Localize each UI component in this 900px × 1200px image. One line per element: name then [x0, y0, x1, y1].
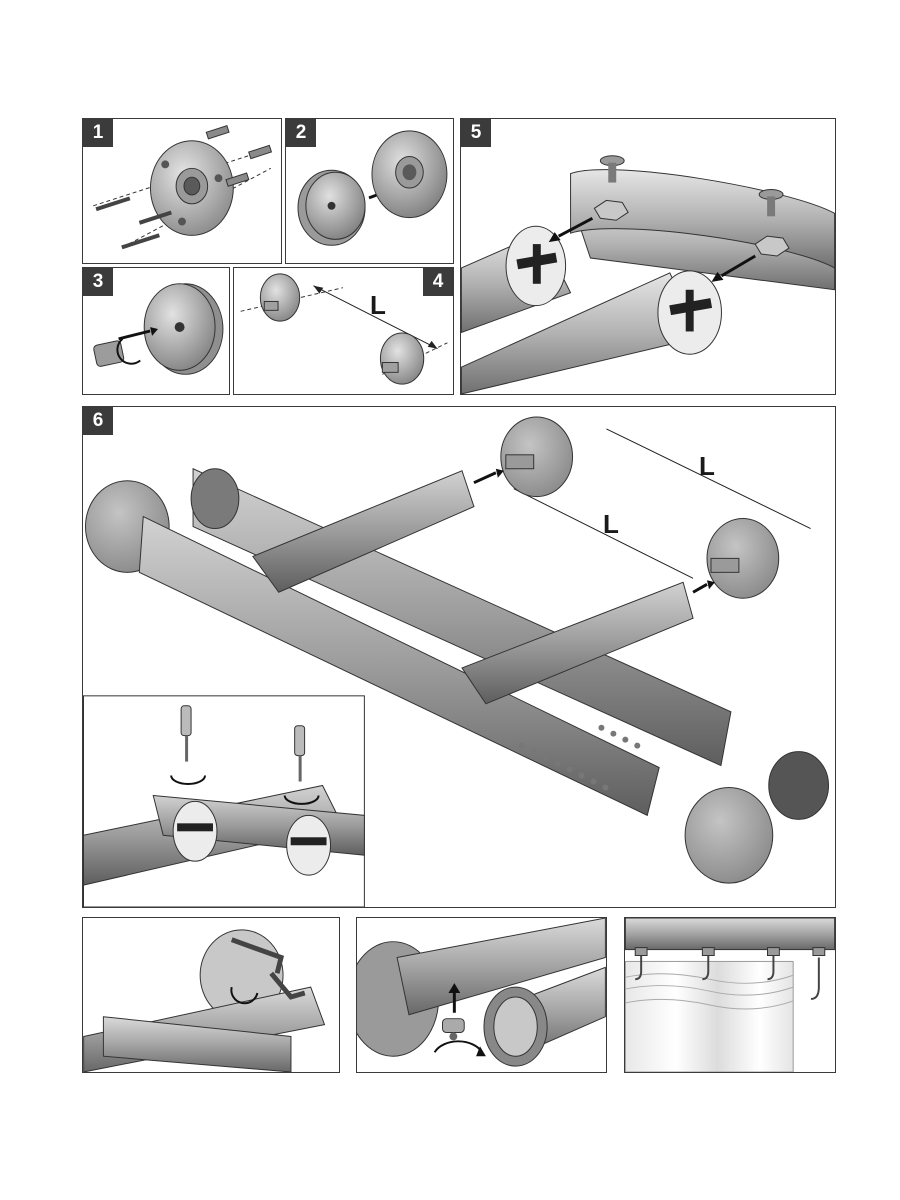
step-4-badge: 4	[423, 268, 453, 296]
step-2-badge: 2	[286, 119, 316, 147]
double-rail-assembly-illustration	[83, 416, 830, 907]
screwdriver-icon	[180, 705, 306, 782]
glider-panel	[356, 917, 607, 1073]
step-6-badge: 6	[83, 407, 113, 435]
nut-icon	[593, 199, 790, 257]
wall-bracket-illustration	[93, 125, 273, 250]
curtain-panel	[624, 917, 836, 1073]
wall-plug-icon	[205, 125, 273, 187]
curtain-hook-icon	[635, 953, 820, 1000]
knob-illustration	[93, 283, 224, 375]
step-3-panel: 3	[82, 267, 230, 395]
allen-key-panel	[82, 917, 340, 1073]
screw-icon	[95, 196, 172, 250]
allen-key-icon	[230, 937, 306, 1000]
glider-insertion-illustration	[357, 918, 606, 1067]
step-2-panel: 2	[285, 118, 454, 264]
dimension-label-l-lower: L	[603, 509, 619, 539]
cover-cap-illustration	[297, 130, 448, 246]
step-4-panel: 4 L	[233, 267, 454, 395]
step-5-panel: 5	[460, 118, 836, 395]
screw-icon	[599, 155, 784, 217]
step-3-badge: 3	[83, 268, 113, 296]
step-1-panel: 1	[82, 118, 282, 264]
curtain-hooks-illustration	[625, 918, 835, 1072]
glider-icon	[442, 1018, 465, 1041]
dimension-label-l: L	[370, 290, 386, 320]
step-5-badge: 5	[461, 119, 491, 147]
step-6-panel: 6 L L	[82, 406, 836, 908]
rail-connector-illustration	[461, 155, 835, 394]
bracket-distance-illustration	[240, 273, 448, 385]
step-1-badge: 1	[83, 119, 113, 147]
allen-key-illustration	[83, 929, 326, 1072]
dimension-label-l-upper: L	[699, 451, 715, 481]
